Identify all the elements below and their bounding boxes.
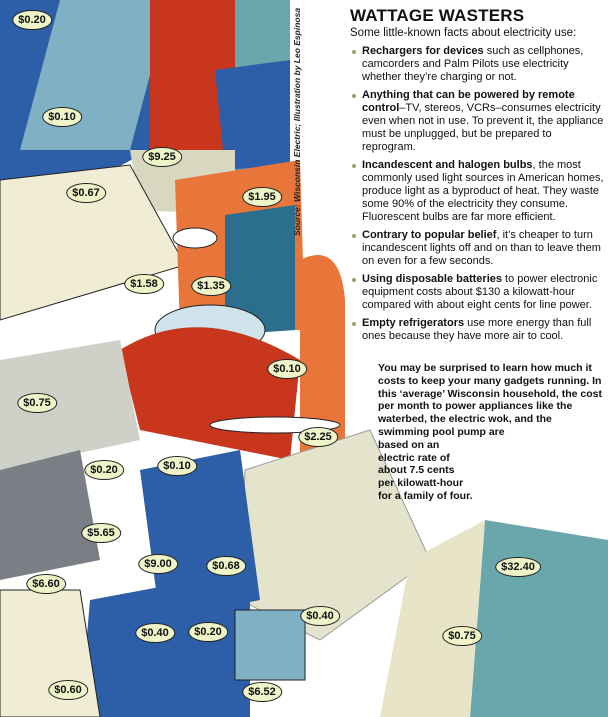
fact-text: use more energy than full ones because t… xyxy=(362,317,592,342)
fact-lead: Using disposable batteries xyxy=(362,273,502,285)
subtitle: Some little-known facts about electricit… xyxy=(350,27,577,39)
price-tag: $0.10 xyxy=(157,456,197,476)
pool xyxy=(470,520,608,717)
red-door xyxy=(150,0,235,165)
price-tag: $0.68 xyxy=(206,556,246,576)
price-tag: $0.20 xyxy=(84,460,124,480)
stove xyxy=(0,450,100,580)
blue-floor xyxy=(80,570,250,717)
lamp xyxy=(172,227,218,249)
price-tag: $1.35 xyxy=(191,276,231,296)
price-tag: $0.67 xyxy=(66,183,106,203)
price-tag: $0.10 xyxy=(267,359,307,379)
intro-text: You may be surprised to learn how much i… xyxy=(378,362,606,503)
source-credit: Source: Wisconsin Electric; Illustration… xyxy=(292,8,302,237)
facts-list: Rechargers for devices such as cellphone… xyxy=(350,45,606,343)
fact-text: to power electronic equipment costs abou… xyxy=(362,273,598,311)
fact-text: , it’s cheaper to turn incandescent ligh… xyxy=(362,229,601,267)
red-chair xyxy=(120,327,300,460)
laundry xyxy=(0,589,101,717)
fact-lead: Incandescent and halogen bulbs xyxy=(362,159,533,171)
price-tag: $0.75 xyxy=(442,626,482,646)
fact-item: Anything that can be powered by remote c… xyxy=(350,89,606,154)
price-tag: $0.75 xyxy=(17,393,57,413)
price-tag: $9.00 xyxy=(138,554,178,574)
fact-item: Using disposable batteries to power elec… xyxy=(350,273,606,312)
fact-text: such as cellphones, camcorders and Palm … xyxy=(362,45,584,83)
fact-lead: Empty refrigerators xyxy=(362,317,465,329)
price-tag: $2.25 xyxy=(298,427,338,447)
price-tag: $1.58 xyxy=(124,274,164,294)
fact-text: –TV, stereos, VCRs–consumes electricity … xyxy=(362,102,604,153)
kitchen-wall xyxy=(0,340,140,470)
facts-panel: WATTAGE WASTERS Some little-known facts … xyxy=(350,6,606,348)
text-column: WATTAGE WASTERS Some little-known facts … xyxy=(350,6,606,503)
fact-text: , the most commonly used light sources i… xyxy=(362,159,604,223)
intro-wide: You may be surprised to learn how much i… xyxy=(378,362,602,438)
price-tag: $6.60 xyxy=(26,574,66,594)
aquarium xyxy=(234,609,306,681)
orange-curve xyxy=(300,255,345,470)
price-tag: $0.60 xyxy=(48,680,88,700)
fact-lead: Contrary to popular belief xyxy=(362,229,497,241)
price-tag: $0.40 xyxy=(135,623,175,643)
fact-item: Incandescent and halogen bulbs, the most… xyxy=(350,159,606,224)
fact-item: Rechargers for devices such as cellphone… xyxy=(350,45,606,84)
fact-lead: Rechargers for devices xyxy=(362,45,484,57)
fact-item: Contrary to popular belief, it’s cheaper… xyxy=(350,229,606,268)
intro-narrow: based on an electric rate of about 7.5 c… xyxy=(378,438,473,502)
price-tag: $0.40 xyxy=(300,606,340,626)
pool-wall xyxy=(380,520,485,717)
price-tag: $0.20 xyxy=(188,622,228,642)
price-tag: $1.95 xyxy=(242,187,282,207)
price-tag: $6.52 xyxy=(242,682,282,702)
waterbed xyxy=(215,60,290,170)
tv-cabinet xyxy=(225,205,295,335)
fact-lead: Anything that can be powered by remote c… xyxy=(362,89,575,114)
price-tag: $5.65 xyxy=(81,523,121,543)
price-tag: $32.40 xyxy=(495,557,541,577)
price-tag: $0.10 xyxy=(42,107,82,127)
page-title: WATTAGE WASTERS xyxy=(350,6,525,25)
price-tag: $0.20 xyxy=(12,10,52,30)
price-tag: $9.25 xyxy=(142,147,182,167)
fact-item: Empty refrigerators use more energy than… xyxy=(350,317,606,343)
